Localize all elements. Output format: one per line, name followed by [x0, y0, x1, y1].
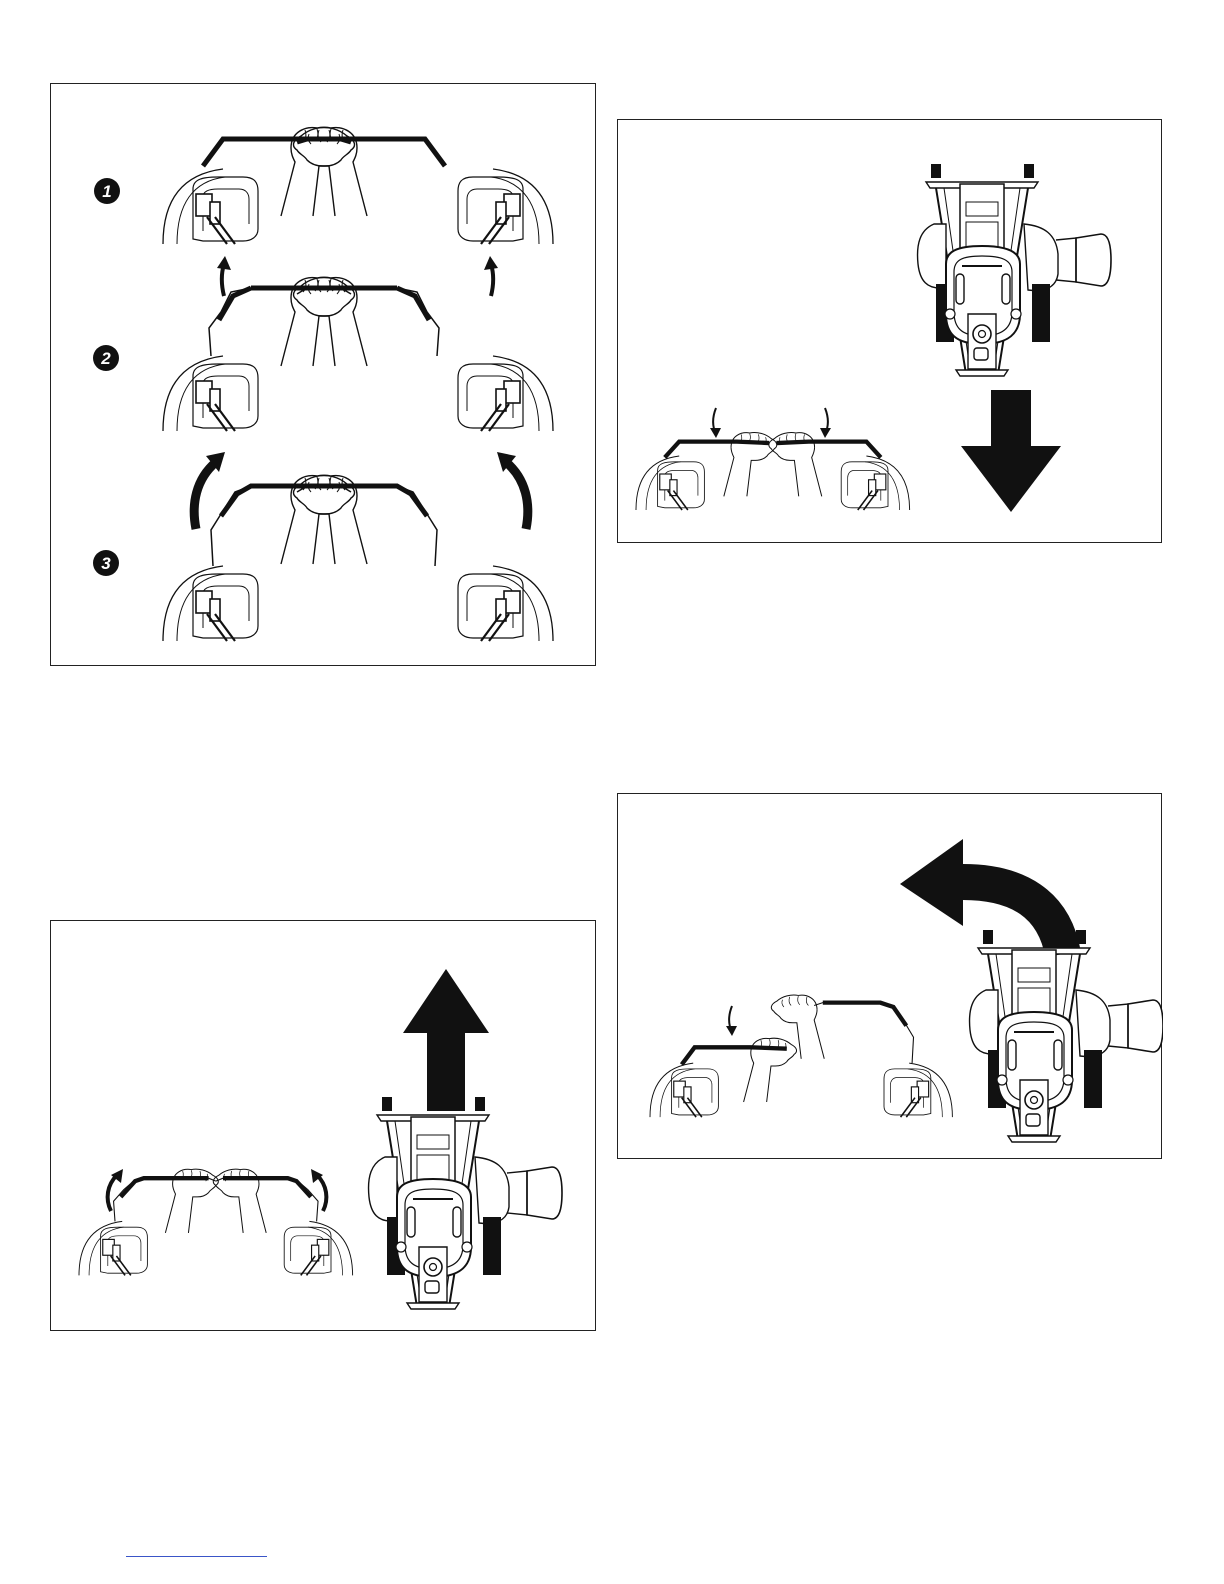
turn-illustration [618, 794, 1163, 1160]
arrow-up-left-large [194, 462, 216, 529]
figure-levers-positions: 1 2 [50, 83, 596, 666]
levers-turning-drawing [650, 995, 952, 1117]
step-badge-1-label: 1 [102, 182, 111, 201]
machine-top-view [918, 164, 1111, 376]
position-3-drawing [163, 475, 553, 641]
step-badge-2-label: 2 [100, 349, 111, 368]
step-badge-2: 2 [93, 345, 119, 371]
position-2-drawing [163, 277, 553, 431]
down-arrow-icon [961, 390, 1061, 512]
footer-rule [126, 1556, 267, 1557]
step-badge-3: 3 [93, 550, 119, 576]
levers-positions-illustration: 1 2 [51, 84, 597, 667]
levers-pushed-forward-drawing [79, 1169, 353, 1275]
step-badge-3-label: 3 [101, 554, 111, 573]
figure-reverse [617, 119, 1162, 543]
arrow-up-left-small [108, 1175, 117, 1211]
arrow-up-right-large [506, 462, 528, 529]
figure-forward [50, 920, 596, 1331]
up-arrow-icon [403, 969, 489, 1111]
figure-turn [617, 793, 1162, 1159]
machine-top-view [369, 1097, 562, 1309]
reverse-illustration [618, 120, 1163, 544]
position-1-drawing [161, 127, 553, 244]
arrow-up-right-small [317, 1175, 326, 1211]
forward-illustration [51, 921, 597, 1332]
step-badge-1: 1 [94, 178, 120, 204]
turn-left-arrow-icon [900, 839, 1063, 954]
machine-top-view [970, 930, 1163, 1142]
levers-pulled-back-drawing [636, 433, 910, 510]
